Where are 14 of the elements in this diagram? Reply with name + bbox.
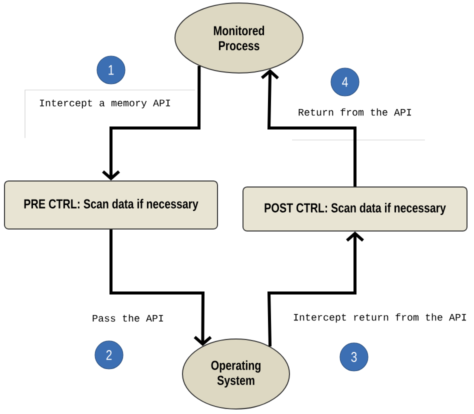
edge-label: Return from the API [297, 107, 413, 117]
step-number: 2 [94, 340, 124, 370]
edge-label: Pass the API [91, 313, 165, 323]
step-number: 4 [330, 68, 360, 96]
control-box: PRE CTRL: Scan data if necessary [4, 180, 218, 230]
arrow [102, 66, 201, 180]
control-box: POST CTRL: Scan data if necessary [242, 186, 468, 232]
edge-label: Intercept a memory API [38, 98, 172, 110]
step-number: 3 [340, 342, 368, 372]
arrow [260, 69, 356, 186]
arrow [110, 229, 212, 346]
edge-label: Intercept return from the API [292, 312, 468, 324]
step-number: 1 [96, 56, 126, 84]
arrow [267, 231, 364, 346]
